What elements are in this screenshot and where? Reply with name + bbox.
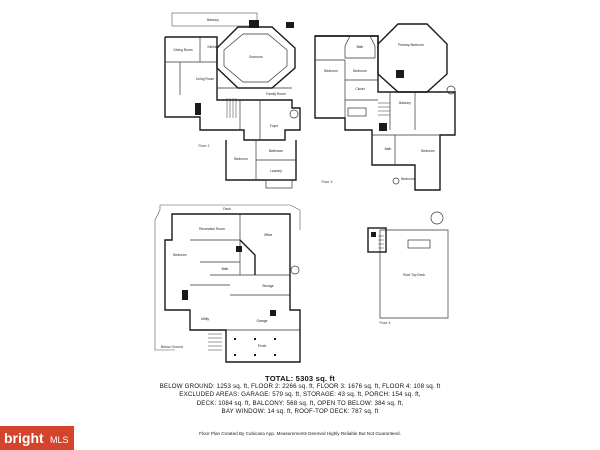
bright-mls-watermark: bright MLS xyxy=(0,426,74,450)
svg-text:Foyer: Foyer xyxy=(270,124,279,128)
area-line: EXCLUDED AREAS: GARAGE: 579 sq. ft, STOR… xyxy=(179,391,421,399)
svg-text:Utility: Utility xyxy=(201,317,209,321)
floor-2-outline xyxy=(164,36,301,141)
svg-text:Living Room: Living Room xyxy=(196,77,215,81)
svg-text:Office: Office xyxy=(264,233,273,237)
area-breakdown: BELOW GROUND: 1253 sq. ft, FLOOR 2: 2266… xyxy=(0,383,600,416)
svg-text:Bedroom: Bedroom xyxy=(353,69,367,73)
svg-text:Recreation Room: Recreation Room xyxy=(199,227,225,231)
svg-text:Family Room: Family Room xyxy=(266,92,286,96)
svg-text:Bedroom: Bedroom xyxy=(421,149,435,153)
floor-3-plan: Primary Bedroom Bath Bedroom Bedroom Clo… xyxy=(314,23,456,191)
svg-text:Bath: Bath xyxy=(357,45,364,49)
below-ground-plan: Deck Recreation Room Office Bedroom Bath… xyxy=(154,204,301,363)
svg-text:Sunroom: Sunroom xyxy=(249,55,263,59)
svg-text:Bedroom: Bedroom xyxy=(324,69,338,73)
svg-text:Closet: Closet xyxy=(355,87,364,91)
svg-text:Laundry: Laundry xyxy=(270,169,282,173)
primary-bedroom-octagon xyxy=(377,23,448,93)
svg-text:Garage: Garage xyxy=(257,319,268,323)
svg-text:Deck: Deck xyxy=(223,207,231,211)
roof-top-deck-outline xyxy=(379,229,449,319)
area-line: DECK: 1084 sq. ft, BALCONY: 568 sq. ft, … xyxy=(196,399,404,407)
svg-text:Bath: Bath xyxy=(222,267,229,271)
svg-text:Bathroom: Bathroom xyxy=(269,149,284,153)
svg-text:Floor 2: Floor 2 xyxy=(199,144,210,148)
disclaimer: Floor Plan Created By Cubicasa App. Meas… xyxy=(199,431,401,436)
balcony-outline xyxy=(171,12,258,27)
svg-text:bright: bright xyxy=(4,430,44,446)
svg-text:Balcony: Balcony xyxy=(207,18,219,22)
svg-text:MLS: MLS xyxy=(50,435,69,445)
deck-outline xyxy=(159,204,301,230)
svg-text:Below Ground: Below Ground xyxy=(161,345,183,349)
svg-text:Bedroom: Bedroom xyxy=(173,253,187,257)
below-ground-outline xyxy=(164,213,301,363)
svg-text:Floor 3: Floor 3 xyxy=(322,180,333,184)
floor-2-plan: Balcony Dining Room Sunroom Kitchen Livi… xyxy=(164,12,301,189)
svg-text:Bath: Bath xyxy=(385,147,392,151)
floor-4-plan: Roof-Top Deck Floor 4 xyxy=(367,211,449,325)
svg-text:Storage: Storage xyxy=(262,284,274,288)
svg-text:Balcony: Balcony xyxy=(399,101,411,105)
svg-text:Kitchen: Kitchen xyxy=(208,45,219,49)
svg-text:Floor 4: Floor 4 xyxy=(380,321,391,325)
floor-plans: Balcony Dining Room Sunroom Kitchen Livi… xyxy=(154,12,456,363)
total-area: TOTAL: 5303 sq. ft xyxy=(265,374,335,383)
svg-text:Roof-Top Deck: Roof-Top Deck xyxy=(403,273,425,277)
svg-text:Porch: Porch xyxy=(258,344,267,348)
svg-text:Bedroom: Bedroom xyxy=(234,157,248,161)
bright-mls-logo: bright MLS xyxy=(4,430,69,446)
area-line: BELOW GROUND: 1253 sq. ft, FLOOR 2: 2266… xyxy=(159,383,441,390)
svg-text:Bedroom: Bedroom xyxy=(401,177,415,181)
svg-text:Primary Bedroom: Primary Bedroom xyxy=(398,43,424,47)
area-line: BAY WINDOW: 14 sq. ft, ROOF-TOP DECK: 78… xyxy=(221,407,379,415)
svg-text:Dining Room: Dining Room xyxy=(173,48,192,52)
